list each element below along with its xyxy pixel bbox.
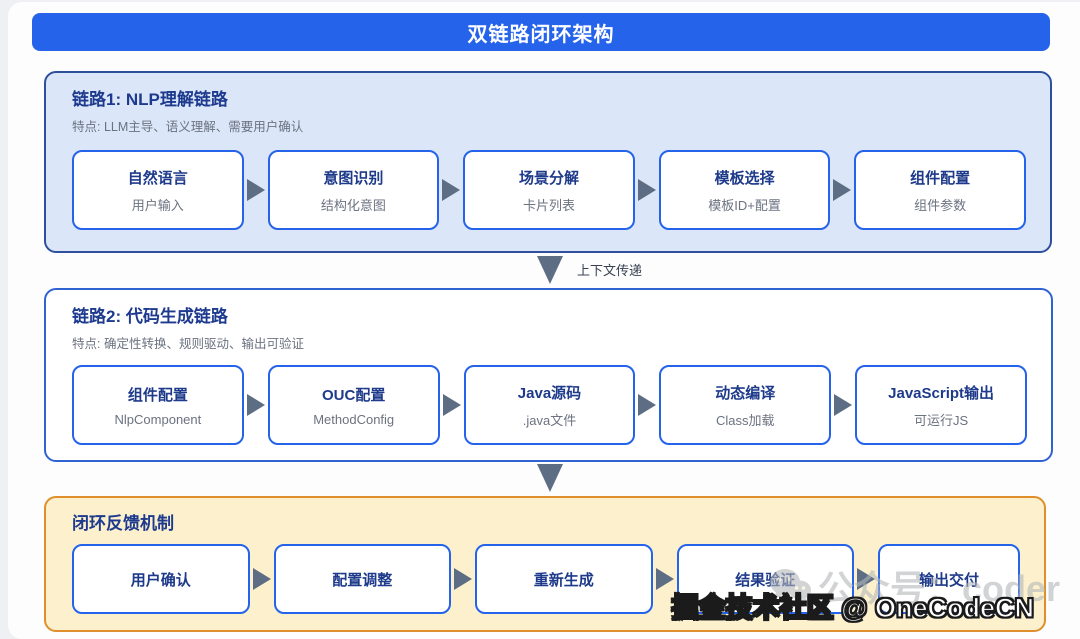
- node-regenerate: 重新生成: [475, 544, 653, 614]
- context-pass-label: 上下文传递: [577, 263, 643, 278]
- right-arrow-icon: [637, 179, 656, 201]
- right-arrow-icon: [252, 568, 271, 590]
- context-pass-connector: 上下文传递: [537, 256, 642, 284]
- right-arrow-icon: [454, 568, 472, 590]
- panel-nlp-title: 链路1: NLP理解链路: [72, 90, 228, 109]
- panel-nlp-subtitle: 特点: LLM主导、语义理解、需要用户确认: [72, 120, 304, 134]
- right-arrow-icon: [246, 179, 265, 201]
- panel-codegen-title: 链路2: 代码生成链路: [72, 307, 228, 326]
- right-arrow-icon: [638, 394, 657, 416]
- node-java-source: Java源码 .java文件: [463, 365, 636, 445]
- right-arrow-icon: [246, 394, 265, 416]
- feedback-connector: [537, 464, 563, 492]
- right-arrow-icon: [655, 568, 674, 590]
- nlp-flow-row: 自然语言 用户输入 意图识别 结构化意图 场景分解 卡片列表 模板选择 模板ID…: [72, 150, 1026, 230]
- node-scene-decompose: 场景分解 卡片列表: [463, 150, 635, 230]
- right-arrow-icon: [834, 394, 853, 416]
- node-nlp-component: 组件配置 NlpComponent: [72, 365, 244, 445]
- right-arrow-icon: [857, 568, 875, 590]
- panel-codegen-chain: 链路2: 代码生成链路 特点: 确定性转换、规则驱动、输出可验证 组件配置 Nl…: [44, 288, 1053, 462]
- down-arrow-icon: [537, 464, 563, 492]
- panel-feedback-loop: 闭环反馈机制 用户确认 配置调整 重新生成 结果验证 输出交付: [44, 496, 1046, 632]
- down-arrow-icon: [537, 256, 563, 284]
- node-result-verify: 结果验证: [676, 544, 854, 614]
- node-user-confirm: 用户确认: [72, 544, 250, 614]
- feedback-flow-row: 用户确认 配置调整 重新生成 结果验证 输出交付: [72, 544, 1020, 614]
- node-natural-language: 自然语言 用户输入: [72, 150, 244, 230]
- panel-codegen-subtitle: 特点: 确定性转换、规则驱动、输出可验证: [72, 337, 304, 351]
- panel-feedback-title: 闭环反馈机制: [72, 514, 174, 533]
- node-ouc-config: OUC配置 MethodConfig: [267, 365, 440, 445]
- node-component-config: 组件配置 组件参数: [854, 150, 1026, 230]
- diagram-title-bar: 双链路闭环架构: [32, 13, 1050, 51]
- node-config-adjust: 配置调整: [273, 544, 451, 614]
- right-arrow-icon: [833, 179, 852, 201]
- node-js-output: JavaScript输出 可运行JS: [855, 365, 1027, 445]
- right-arrow-icon: [442, 179, 461, 201]
- node-intent-recognition: 意图识别 结构化意图: [267, 150, 440, 230]
- panel-nlp-chain: 链路1: NLP理解链路 特点: LLM主导、语义理解、需要用户确认 自然语言 …: [44, 71, 1052, 253]
- node-template-select: 模板选择 模板ID+配置: [658, 150, 831, 230]
- node-output-deliver: 输出交付: [878, 544, 1020, 614]
- node-dynamic-compile: 动态编译 Class加载: [659, 365, 832, 445]
- right-arrow-icon: [442, 394, 461, 416]
- diagram-title: 双链路闭环架构: [467, 23, 615, 46]
- codegen-flow-row: 组件配置 NlpComponent OUC配置 MethodConfig Jav…: [72, 365, 1027, 445]
